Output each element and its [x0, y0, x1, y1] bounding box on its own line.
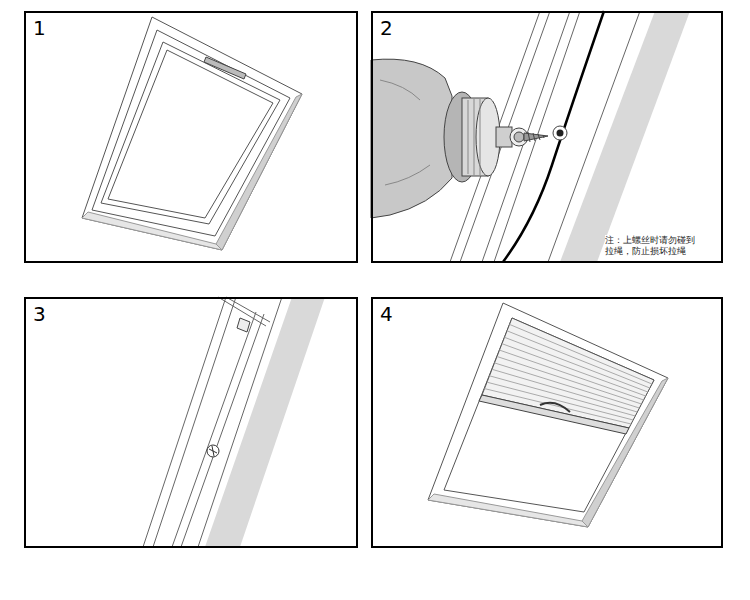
step-number: 1: [33, 16, 46, 40]
step-panel: 2 注：上螺丝时请勿碰到 拉绳，防止损坏拉绳: [371, 11, 723, 263]
step-panel: 1: [24, 11, 358, 263]
fixed-rail: [143, 297, 325, 547]
skylight-with-shade: [428, 303, 668, 527]
power-drill: [371, 59, 548, 218]
rail-and-wall: [450, 11, 690, 262]
skylight-window: [82, 17, 302, 250]
step-number: 4: [380, 302, 393, 326]
caution-note: 注：上螺丝时请勿碰到 拉绳，防止损坏拉绳: [605, 235, 701, 257]
step-panel: 3: [24, 297, 358, 548]
step-number: 2: [380, 16, 393, 40]
step-number: 3: [33, 302, 46, 326]
step-panel: 4: [371, 297, 723, 548]
